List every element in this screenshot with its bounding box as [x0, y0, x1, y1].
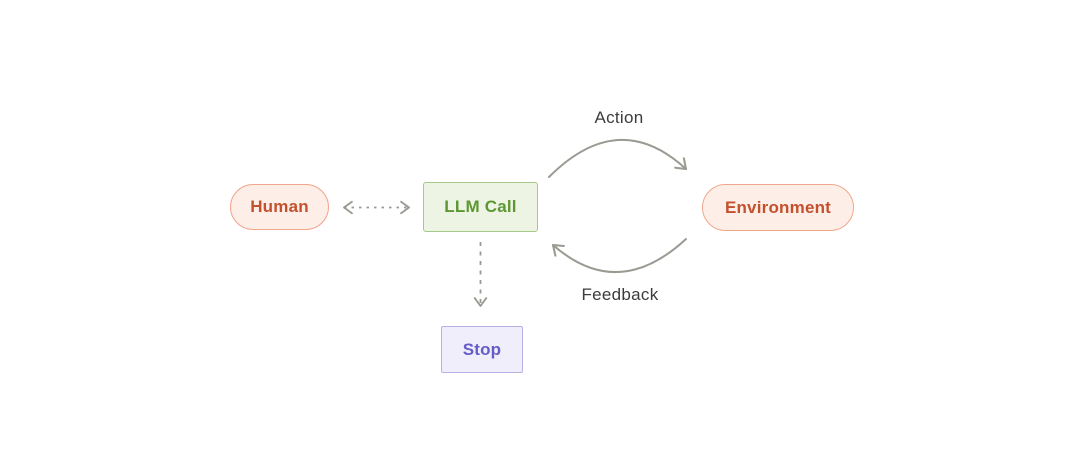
feedback-arrow — [551, 238, 687, 274]
stop-node-label: Stop — [462, 339, 502, 359]
action-arrow — [548, 139, 688, 178]
llm-call-node-label: LLM Call — [444, 197, 517, 216]
environment-node-label: Environment — [724, 197, 832, 217]
human-node: Human — [230, 184, 329, 230]
environment-node: Environment — [702, 184, 854, 231]
feedback-edge-label: Feedback — [581, 285, 659, 304]
action-edge-label: Action — [594, 108, 644, 127]
stop-node: Stop — [441, 326, 523, 373]
human-node-label: Human — [250, 197, 309, 216]
llm-call-node: LLM Call — [423, 182, 538, 232]
